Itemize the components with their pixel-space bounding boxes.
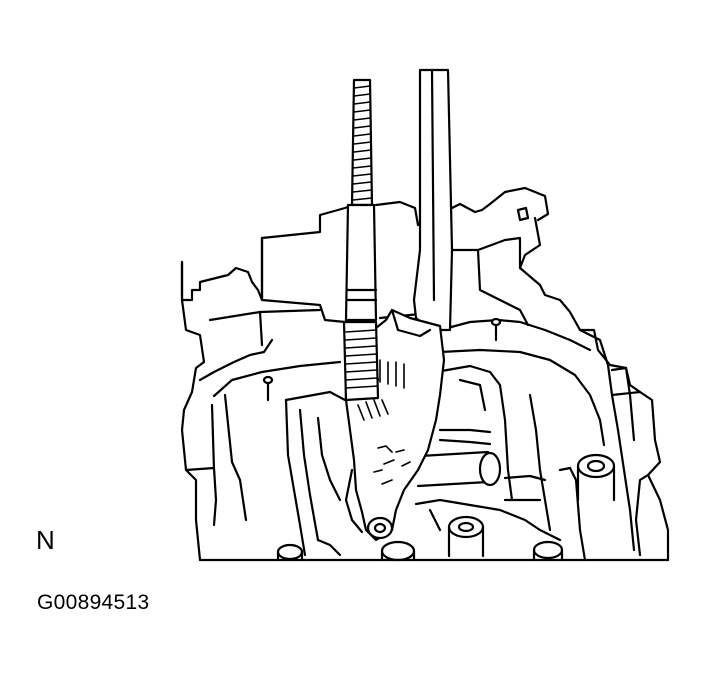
- housing-bosses: [276, 453, 616, 562]
- threaded-rod: [342, 78, 380, 402]
- figure-id-label: G00894513: [37, 591, 150, 614]
- shift-position-label: N: [36, 525, 55, 555]
